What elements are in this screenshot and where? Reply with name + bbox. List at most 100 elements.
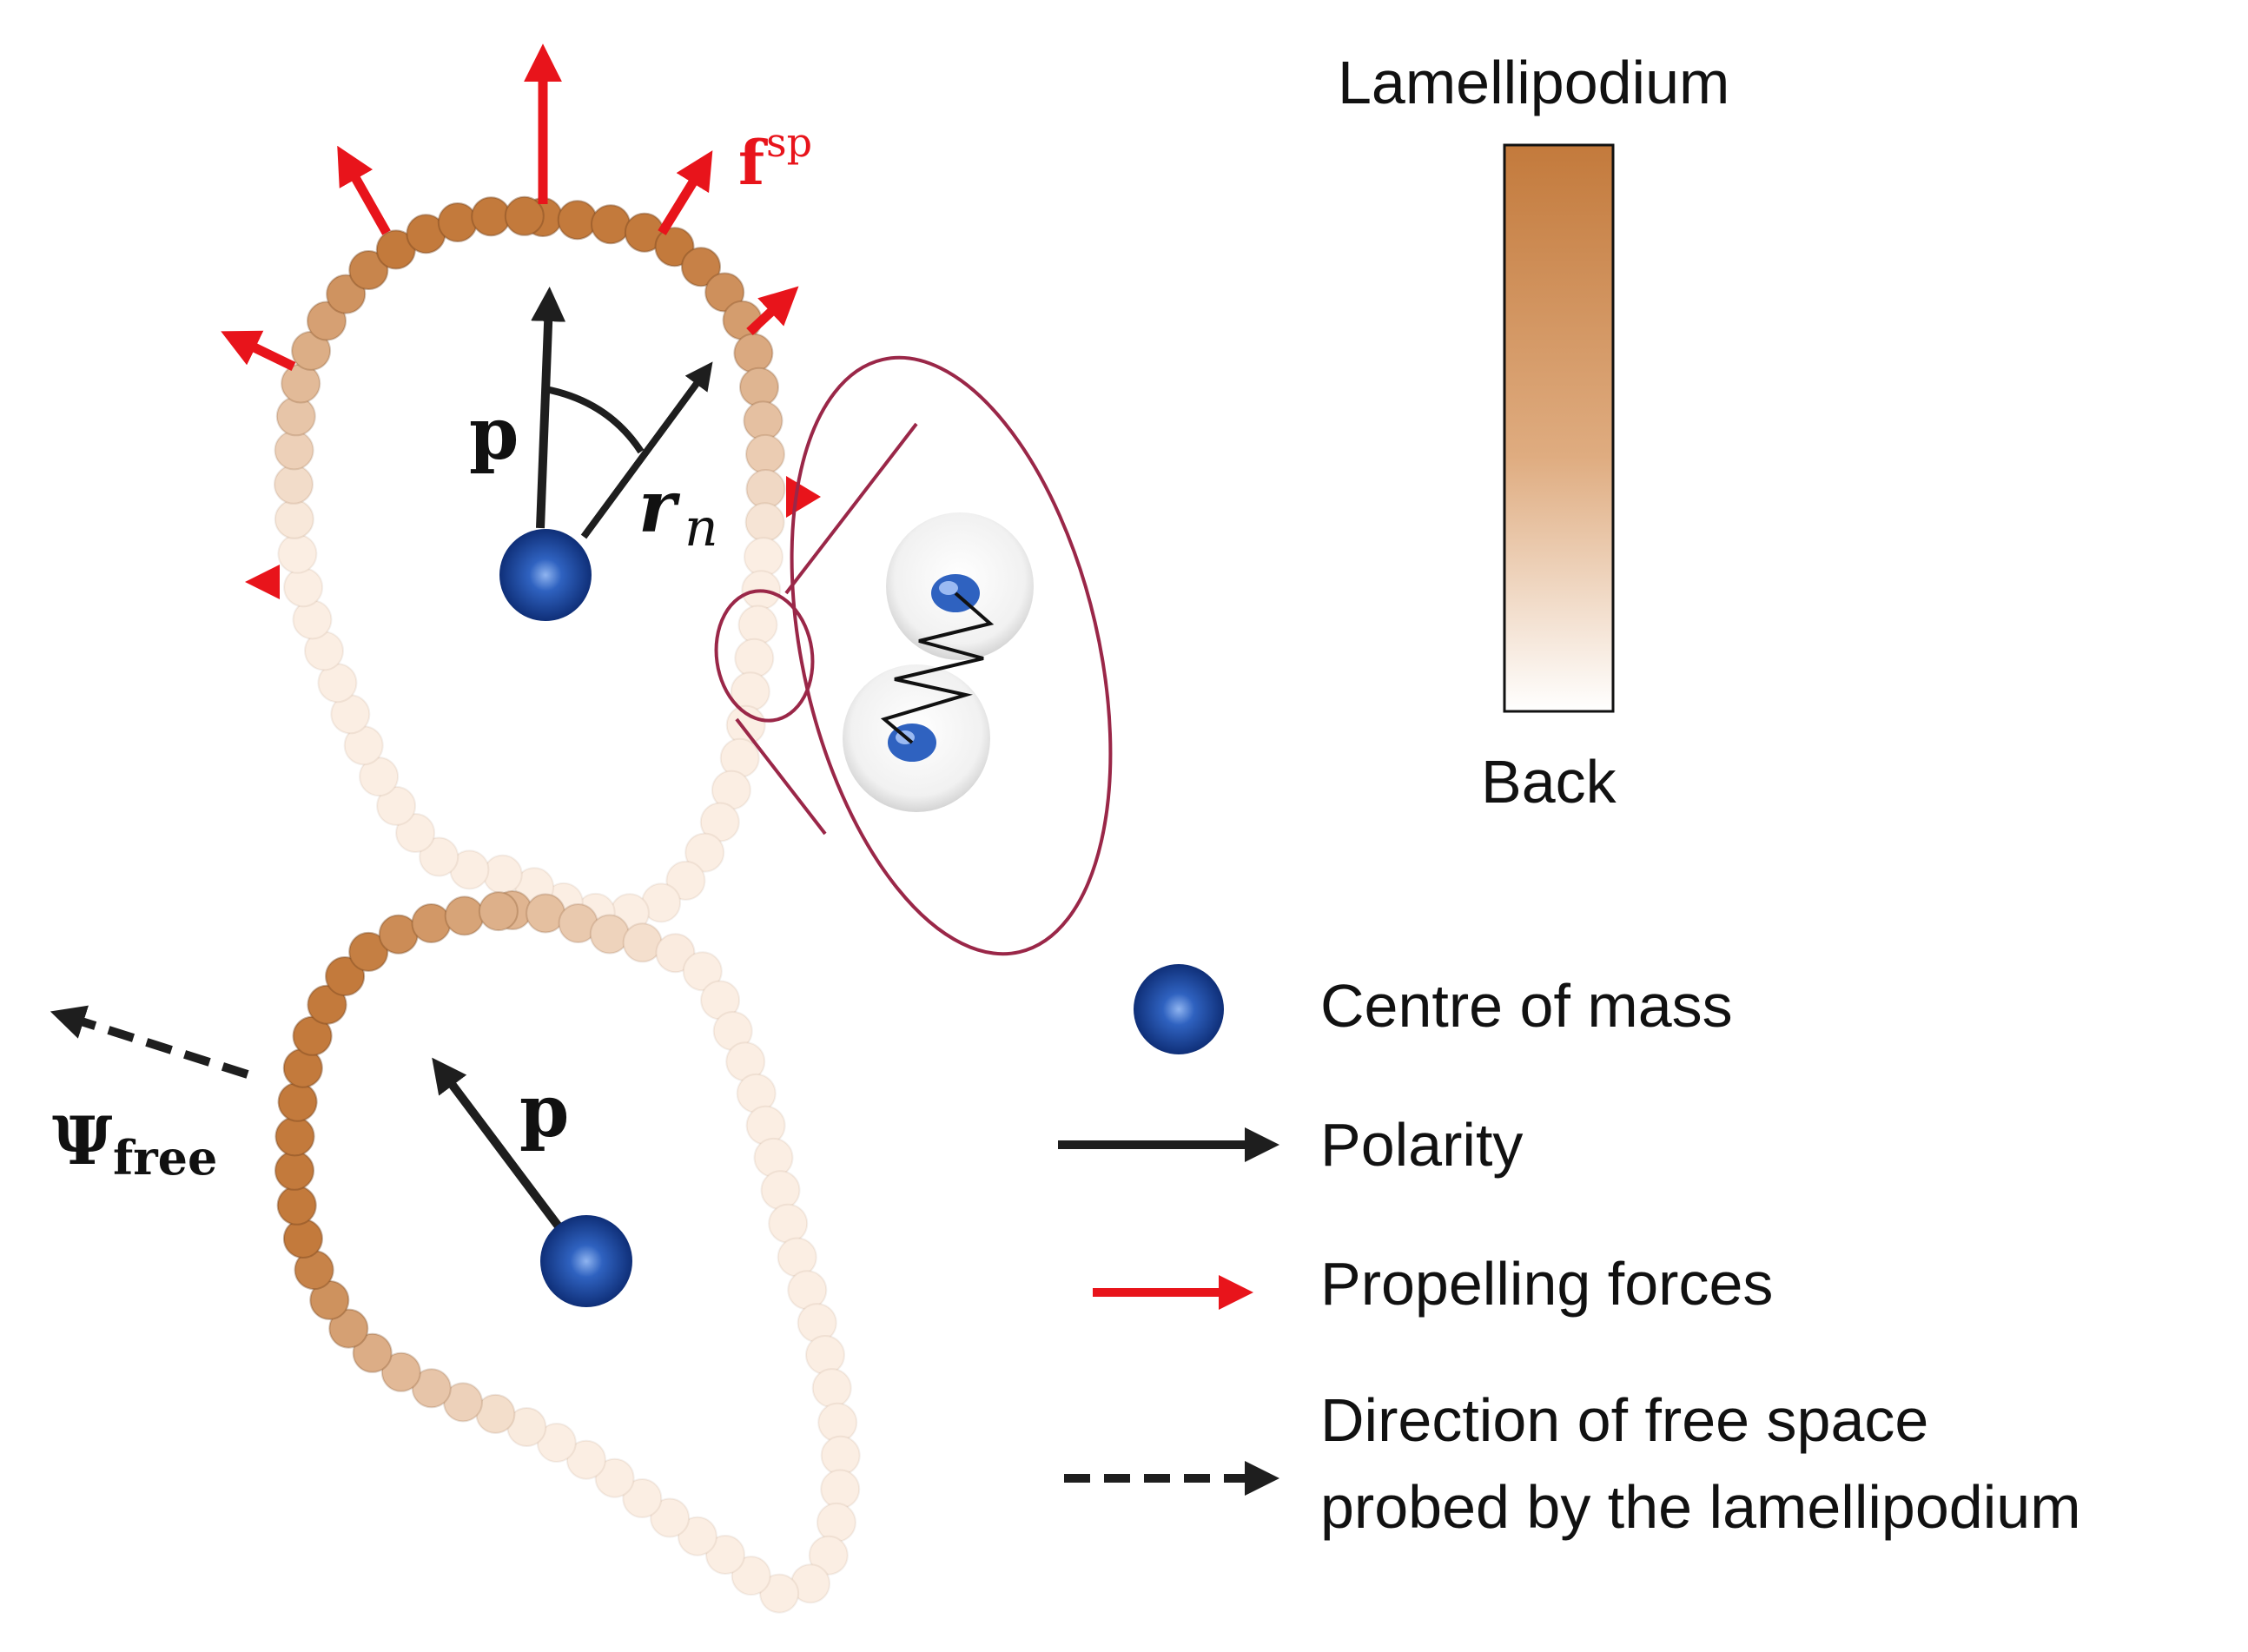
lower-cell-bead-ring — [274, 890, 861, 1614]
force-arrow-head — [786, 476, 821, 518]
membrane-bead — [589, 914, 630, 955]
force-label: f — [738, 127, 768, 199]
membrane-bead — [376, 785, 417, 826]
free-space-label: Ψ — [52, 1102, 112, 1180]
legend-propelling-forces-label: Propelling forces — [1320, 1250, 1774, 1318]
membrane-bead — [504, 195, 545, 236]
membrane-bead — [594, 1457, 635, 1498]
colorbar — [1503, 143, 1615, 713]
membrane-bead — [326, 274, 367, 314]
spring-icon — [880, 591, 995, 744]
membrane-bead — [820, 1469, 861, 1510]
legend-free-space-label-line1: Direction of free space — [1320, 1386, 1929, 1454]
membrane-bead — [419, 836, 460, 877]
legend-polarity-label: Polarity — [1320, 1111, 1524, 1179]
centre-of-mass-lower — [540, 1215, 632, 1307]
membrane-bead — [650, 1497, 691, 1538]
polarity-label-lower: p — [519, 1070, 569, 1153]
membrane-bead — [684, 832, 725, 873]
membrane-bead — [591, 204, 631, 245]
upper-cell-vectors — [531, 287, 713, 539]
polarity-label-upper: p — [469, 393, 519, 476]
membrane-bead — [739, 367, 779, 407]
membrane-bead — [307, 984, 347, 1025]
position-vector-arrow — [580, 361, 713, 539]
membrane-bead — [411, 1368, 452, 1409]
force-arrow — [746, 286, 799, 336]
membrane-bead — [292, 1015, 333, 1056]
membrane-bead — [682, 951, 723, 992]
membrane-bead — [665, 860, 706, 901]
membrane-bead — [745, 433, 785, 474]
bead-zoom-callout — [714, 355, 1113, 956]
propelling-force-arrows — [221, 43, 821, 599]
membrane-bead — [808, 1535, 849, 1576]
membrane-bead — [352, 1332, 393, 1373]
force-arrow — [337, 145, 391, 235]
membrane-bead — [348, 931, 389, 972]
membrane-bead — [274, 499, 314, 539]
force-superscript: sp — [766, 119, 812, 166]
legend-free-space-label-line2: probed by the lamellipodium — [1320, 1473, 2081, 1541]
membrane-bead — [743, 400, 783, 441]
centre-of-mass-upper — [499, 529, 592, 621]
membrane-bead — [677, 1516, 717, 1556]
membrane-bead — [277, 533, 318, 574]
membrane-bead — [820, 1435, 861, 1476]
membrane-bead — [753, 1137, 794, 1178]
zoom-connector — [735, 717, 827, 836]
membrane-bead — [654, 227, 695, 268]
membrane-bead — [348, 250, 389, 290]
membrane-bead — [478, 891, 519, 932]
membrane-bead — [380, 1351, 421, 1392]
membrane-bead — [737, 605, 778, 645]
position-vector-label: r — [638, 466, 681, 549]
membrane-bead — [411, 903, 452, 943]
force-arrow-head — [245, 565, 280, 599]
zoom-connector — [784, 422, 918, 595]
membrane-bead — [759, 1573, 800, 1614]
bead-nucleus-highlight — [939, 581, 958, 595]
membrane-bead — [733, 333, 774, 373]
membrane-bead — [274, 430, 314, 471]
membrane-bead — [283, 567, 324, 608]
membrane-bead — [277, 1081, 318, 1122]
polarity-arrow-lower — [432, 1057, 575, 1246]
membrane-bead — [274, 1116, 315, 1157]
membrane-bead — [325, 956, 366, 996]
membrane-bead — [811, 1368, 852, 1409]
membrane-bead — [760, 1170, 801, 1211]
free-space-arrow — [50, 1005, 249, 1079]
membrane-bead — [744, 502, 785, 543]
membrane-bead — [622, 1478, 663, 1518]
membrane-bead — [471, 196, 512, 237]
membrane-bead — [328, 1308, 369, 1349]
membrane-bead — [375, 229, 416, 270]
membrane-bead — [734, 638, 775, 678]
membrane-bead — [805, 1335, 845, 1375]
membrane-bead — [557, 200, 598, 241]
zoom-ellipse — [790, 355, 1113, 956]
force-arrow — [221, 330, 296, 371]
membrane-bead — [274, 464, 314, 505]
membrane-bead — [444, 895, 485, 936]
colorbar-bottom-label: Back — [1481, 748, 1617, 816]
membrane-bead — [395, 813, 436, 853]
membrane-bead — [275, 396, 316, 437]
upper-cell-bead-ring — [274, 195, 786, 934]
membrane-bead — [482, 854, 523, 895]
membrane-bead — [731, 1556, 771, 1596]
membrane-bead — [681, 247, 721, 287]
membrane-bead — [276, 1185, 317, 1226]
membrane-bead — [274, 1150, 314, 1191]
membrane-bead — [655, 933, 696, 974]
membrane-bead — [704, 272, 745, 313]
colorbar-top-label: Lamellipodium — [1338, 49, 1730, 116]
membrane-bead — [437, 202, 478, 242]
membrane-bead — [359, 757, 400, 797]
legend-centre-of-mass-icon — [1134, 964, 1224, 1054]
membrane-bead — [768, 1203, 809, 1244]
free-space-subscript: free — [113, 1130, 217, 1186]
angle-arc — [545, 386, 645, 454]
